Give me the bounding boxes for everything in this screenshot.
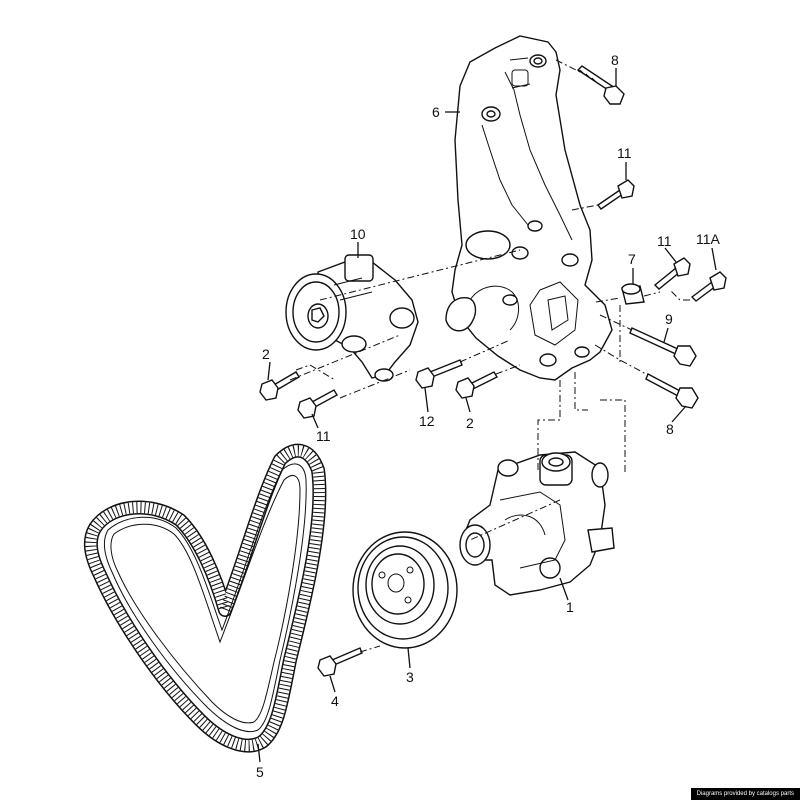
bolt-part-11A[interactable]	[690, 271, 727, 302]
bolt-part-11-left[interactable]	[297, 389, 338, 419]
label-part-11-left[interactable]: 11	[316, 428, 331, 444]
part-labels: 8 6 11 10 11 11A 7 9 2 12 2 8 11 1 3 4 5	[256, 52, 721, 780]
label-part-10[interactable]: 10	[350, 226, 366, 242]
pulley-part-3[interactable]	[352, 531, 458, 649]
label-part-8-lower[interactable]: 8	[666, 421, 674, 437]
label-part-5[interactable]: 5	[256, 764, 264, 780]
label-part-7[interactable]: 7	[628, 251, 636, 267]
tensioner-part-10[interactable]	[285, 254, 419, 382]
bolt-part-2-left[interactable]	[259, 371, 300, 401]
bracket-part-6[interactable]	[445, 35, 613, 381]
label-part-9[interactable]: 9	[665, 311, 673, 327]
bolt-part-11-upper[interactable]	[597, 179, 635, 210]
bolt-part-9[interactable]	[629, 327, 697, 367]
pump-part-1[interactable]	[459, 451, 615, 596]
belt-part-5[interactable]	[83, 443, 327, 753]
label-part-11-upper[interactable]: 11	[617, 145, 632, 161]
label-part-2-middle[interactable]: 2	[466, 415, 474, 431]
bolt-part-12[interactable]	[415, 359, 463, 389]
bolt-part-8-lower[interactable]	[645, 373, 699, 409]
label-part-11A[interactable]: 11A	[696, 231, 721, 247]
label-part-12[interactable]: 12	[419, 413, 435, 429]
label-part-11-right[interactable]: 11	[657, 233, 672, 249]
bolt-part-8-upper[interactable]	[576, 65, 625, 105]
label-part-2-left[interactable]: 2	[262, 346, 270, 362]
bolt-part-2-middle[interactable]	[455, 371, 498, 399]
spacer-part-7[interactable]	[621, 283, 645, 305]
label-part-1[interactable]: 1	[566, 599, 574, 615]
leader-lines	[257, 68, 717, 763]
label-part-8-upper[interactable]: 8	[611, 52, 619, 68]
bolt-part-11-right[interactable]	[653, 257, 691, 290]
label-part-3[interactable]: 3	[406, 669, 414, 685]
assembly-centerlines	[289, 59, 690, 653]
credit-badge: Diagrams provided by catalogs parts	[690, 788, 800, 800]
label-part-6[interactable]: 6	[432, 104, 440, 120]
label-part-4[interactable]: 4	[331, 693, 339, 709]
bolt-part-4[interactable]	[317, 647, 363, 677]
